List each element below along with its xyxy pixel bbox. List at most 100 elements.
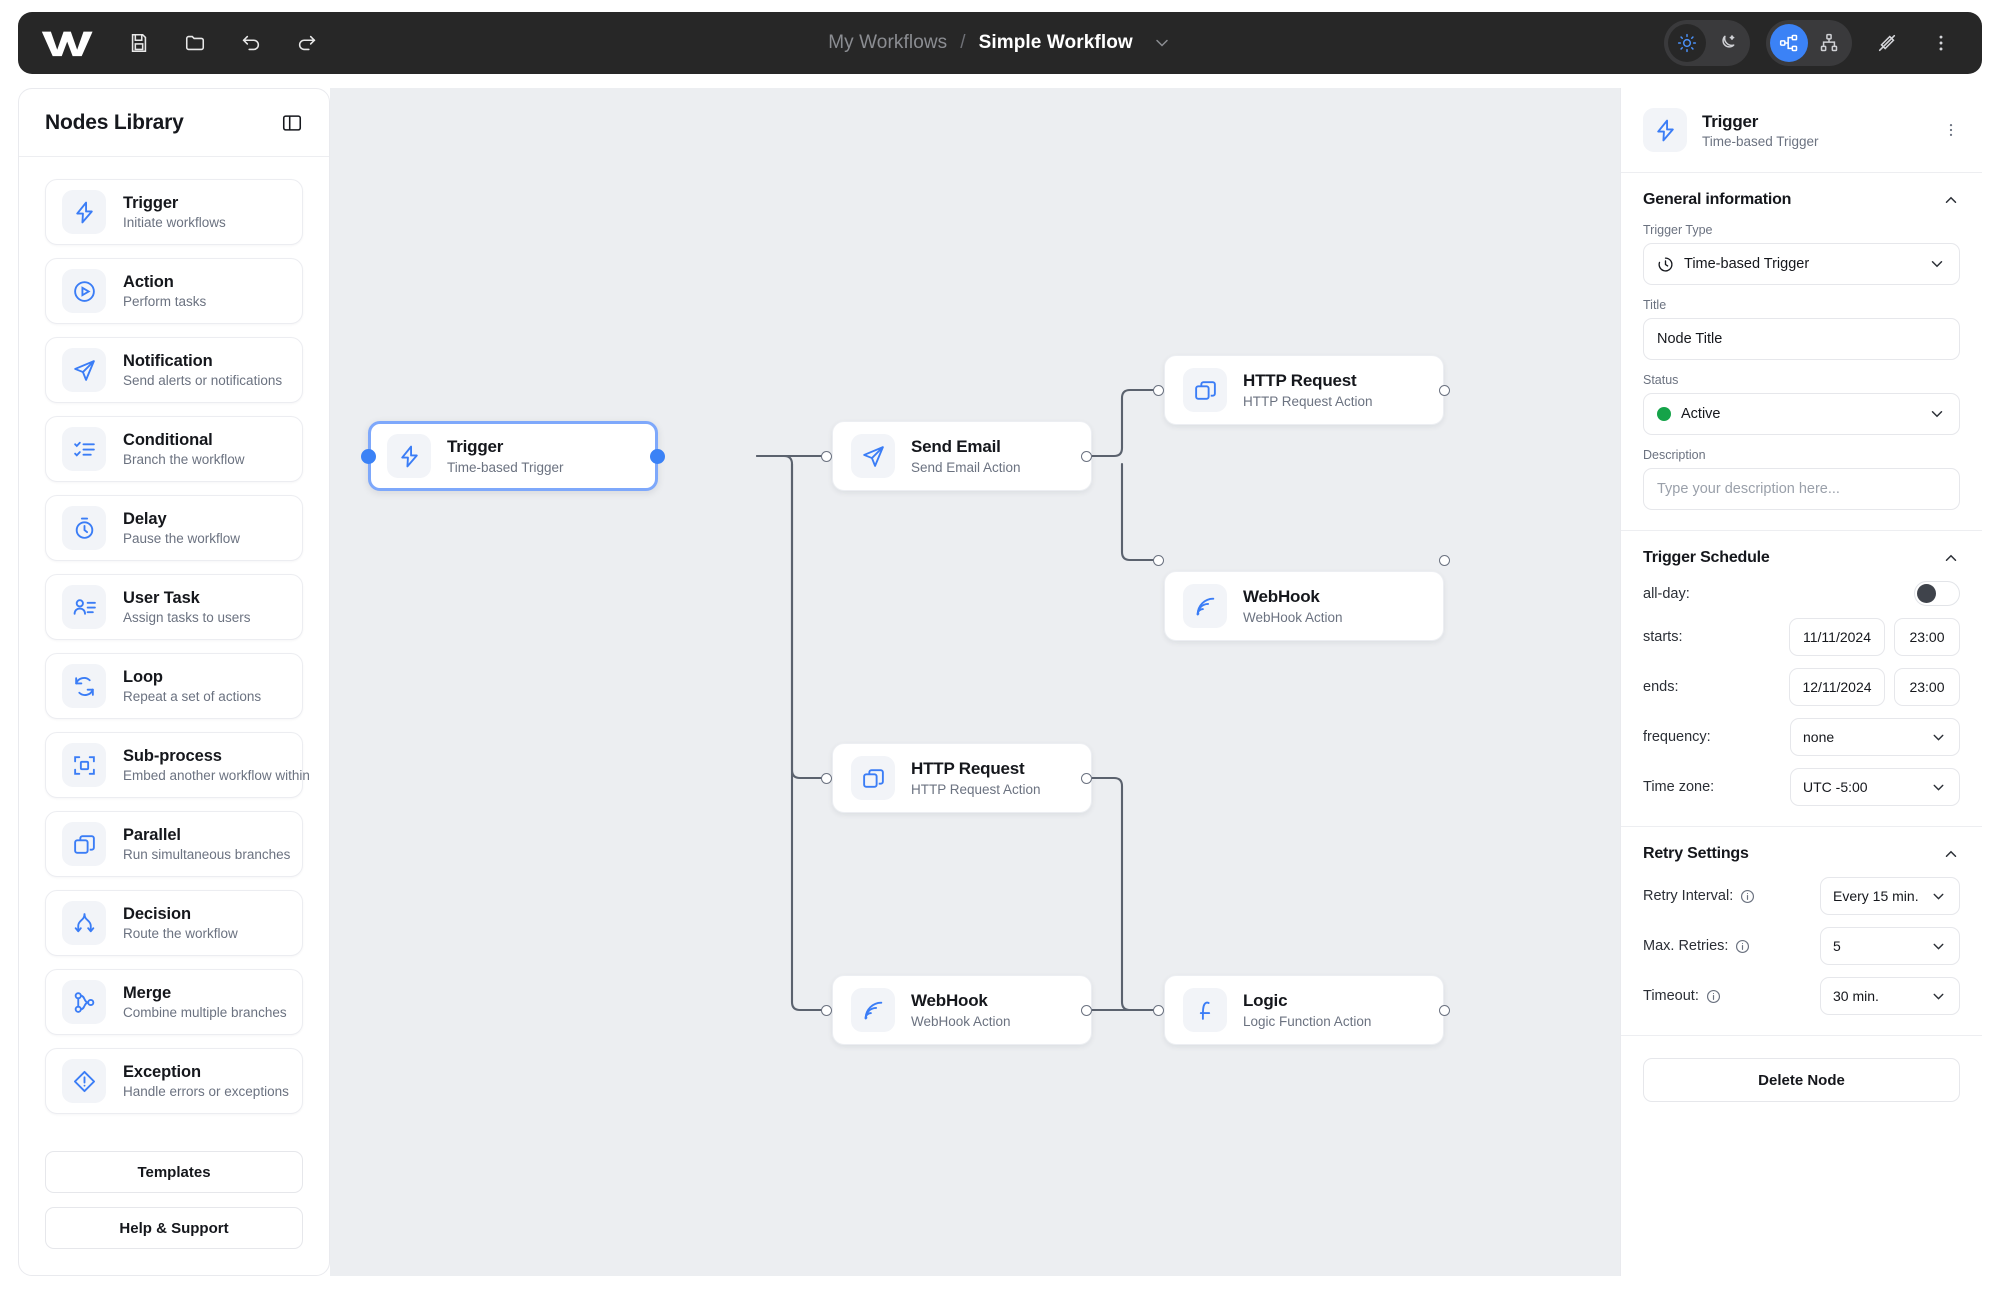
- description-input[interactable]: Type your description here...: [1643, 468, 1960, 510]
- canvas-node-webhook-top[interactable]: WebHook WebHook Action: [1164, 571, 1444, 641]
- port-in-logic[interactable]: [1153, 1005, 1164, 1016]
- chevron-up-icon[interactable]: [1942, 549, 1960, 567]
- port-in-http-request-top[interactable]: [1153, 385, 1164, 396]
- library-item-conditional[interactable]: Conditional Branch the workflow: [45, 416, 303, 482]
- info-icon[interactable]: [1740, 889, 1755, 904]
- port-in-http-request-mid[interactable]: [821, 773, 832, 784]
- port-out-http-request-top[interactable]: [1439, 385, 1450, 396]
- chevron-down-icon[interactable]: [1930, 988, 1947, 1005]
- chevron-down-icon[interactable]: [1928, 255, 1946, 273]
- ends-date-input[interactable]: 12/11/2024: [1789, 668, 1885, 706]
- library-item-loop[interactable]: Loop Repeat a set of actions: [45, 653, 303, 719]
- library-item-desc: Initiate workflows: [123, 215, 226, 230]
- canvas-node-webhook-bottom[interactable]: WebHook WebHook Action: [832, 975, 1092, 1045]
- status-select[interactable]: Active: [1643, 393, 1960, 435]
- row-timezone: Time zone: UTC -5:00: [1643, 768, 1960, 806]
- delete-node-button[interactable]: Delete Node: [1643, 1058, 1960, 1102]
- chevron-up-icon[interactable]: [1942, 845, 1960, 863]
- chevron-up-icon[interactable]: [1942, 191, 1960, 209]
- save-icon[interactable]: [126, 30, 152, 56]
- library-item-trigger[interactable]: Trigger Initiate workflows: [45, 179, 303, 245]
- chevron-down-icon[interactable]: [1928, 405, 1946, 423]
- templates-button[interactable]: Templates: [45, 1151, 303, 1193]
- node-title-value: Node Title: [1657, 331, 1723, 347]
- breadcrumb-separator: /: [960, 32, 966, 53]
- kebab-menu-icon[interactable]: [1922, 24, 1960, 62]
- timezone-select[interactable]: UTC -5:00: [1790, 768, 1960, 806]
- port-in-webhook-top[interactable]: [1153, 555, 1164, 566]
- canvas-node-http-request-mid[interactable]: HTTP Request HTTP Request Action: [832, 743, 1092, 813]
- starts-time-input[interactable]: 23:00: [1894, 618, 1960, 656]
- chevron-down-icon[interactable]: [1152, 33, 1172, 53]
- subprocess-frame-icon: [62, 743, 106, 787]
- canvas-node-trigger[interactable]: Trigger Time-based Trigger: [368, 421, 658, 491]
- redo-icon[interactable]: [294, 30, 320, 56]
- port-in-trigger[interactable]: [361, 449, 376, 464]
- panel-collapse-icon[interactable]: [281, 112, 303, 134]
- panel-header: Trigger Time-based Trigger: [1621, 88, 1982, 173]
- retry-interval-text: Retry Interval:: [1643, 888, 1734, 904]
- chevron-down-icon[interactable]: [1930, 779, 1947, 796]
- port-out-trigger[interactable]: [650, 449, 665, 464]
- section-schedule-header[interactable]: Trigger Schedule: [1643, 549, 1960, 567]
- node-title-input[interactable]: Node Title: [1643, 318, 1960, 360]
- canvas-node-logic[interactable]: Logic Logic Function Action: [1164, 975, 1444, 1045]
- library-item-merge[interactable]: Merge Combine multiple branches: [45, 969, 303, 1035]
- layout-vertical-icon[interactable]: [1810, 24, 1848, 62]
- library-item-decision[interactable]: Decision Route the workflow: [45, 890, 303, 956]
- port-out-send-email[interactable]: [1081, 451, 1092, 462]
- canvas-node-send-email[interactable]: Send Email Send Email Action: [832, 421, 1092, 491]
- canvas-node-subtitle: Time-based Trigger: [447, 460, 564, 475]
- port-out-webhook-top[interactable]: [1439, 555, 1450, 566]
- trigger-type-select[interactable]: Time-based Trigger: [1643, 243, 1960, 285]
- library-item-title: Trigger: [123, 194, 179, 212]
- starts-date-input[interactable]: 11/11/2024: [1789, 618, 1885, 656]
- info-icon[interactable]: [1706, 989, 1721, 1004]
- ends-time-input[interactable]: 23:00: [1894, 668, 1960, 706]
- undo-icon[interactable]: [238, 30, 264, 56]
- sun-icon[interactable]: [1668, 24, 1706, 62]
- library-item-delay[interactable]: Delay Pause the workflow: [45, 495, 303, 561]
- workflow-logo[interactable]: [40, 28, 98, 58]
- port-out-webhook-bottom[interactable]: [1081, 1005, 1092, 1016]
- info-icon[interactable]: [1735, 939, 1750, 954]
- library-item-sub-process[interactable]: Sub-process Embed another workflow withi…: [45, 732, 310, 798]
- max-retries-select[interactable]: 5: [1820, 927, 1960, 965]
- timeout-text: Timeout:: [1643, 988, 1699, 1004]
- timeout-select[interactable]: 30 min.: [1820, 977, 1960, 1015]
- frequency-select[interactable]: none: [1790, 718, 1960, 756]
- canvas-node-http-request-top[interactable]: HTTP Request HTTP Request Action: [1164, 355, 1444, 425]
- library-item-exception[interactable]: Exception Handle errors or exceptions: [45, 1048, 303, 1114]
- kebab-menu-icon[interactable]: [1942, 121, 1960, 139]
- all-day-toggle[interactable]: [1914, 581, 1960, 606]
- layout-horizontal-icon[interactable]: [1770, 24, 1808, 62]
- field-label: Description: [1643, 448, 1706, 462]
- file-tools: [126, 30, 320, 56]
- library-item-action[interactable]: Action Perform tasks: [45, 258, 303, 324]
- section-general-header[interactable]: General information: [1643, 191, 1960, 209]
- port-in-webhook-bottom[interactable]: [821, 1005, 832, 1016]
- retry-interval-select[interactable]: Every 15 min.: [1820, 877, 1960, 915]
- magic-wand-off-icon[interactable]: [1868, 24, 1906, 62]
- breadcrumb-current[interactable]: Simple Workflow: [978, 32, 1133, 53]
- moon-icon[interactable]: [1708, 24, 1746, 62]
- chevron-down-icon[interactable]: [1930, 729, 1947, 746]
- nodes-library-sidebar: Nodes Library Trigger Initiate workflows: [18, 88, 330, 1276]
- field-label: Title: [1643, 298, 1667, 312]
- chevron-down-icon[interactable]: [1930, 938, 1947, 955]
- library-item-parallel[interactable]: Parallel Run simultaneous branches: [45, 811, 303, 877]
- port-out-logic[interactable]: [1439, 1005, 1450, 1016]
- max-retries-text: Max. Retries:: [1643, 938, 1729, 954]
- breadcrumb-parent[interactable]: My Workflows: [828, 32, 948, 53]
- split-arrows-icon: [62, 901, 106, 945]
- library-item-user-task[interactable]: User Task Assign tasks to users: [45, 574, 303, 640]
- chevron-down-icon[interactable]: [1930, 888, 1947, 905]
- help-support-button[interactable]: Help & Support: [45, 1207, 303, 1249]
- section-retry-header[interactable]: Retry Settings: [1643, 845, 1960, 863]
- workflow-canvas[interactable]: Trigger Time-based Trigger Send Email Se…: [330, 88, 1620, 1276]
- port-out-http-request-mid[interactable]: [1081, 773, 1092, 784]
- port-in-send-email[interactable]: [821, 451, 832, 462]
- open-folder-icon[interactable]: [182, 30, 208, 56]
- library-item-notification[interactable]: Notification Send alerts or notification…: [45, 337, 303, 403]
